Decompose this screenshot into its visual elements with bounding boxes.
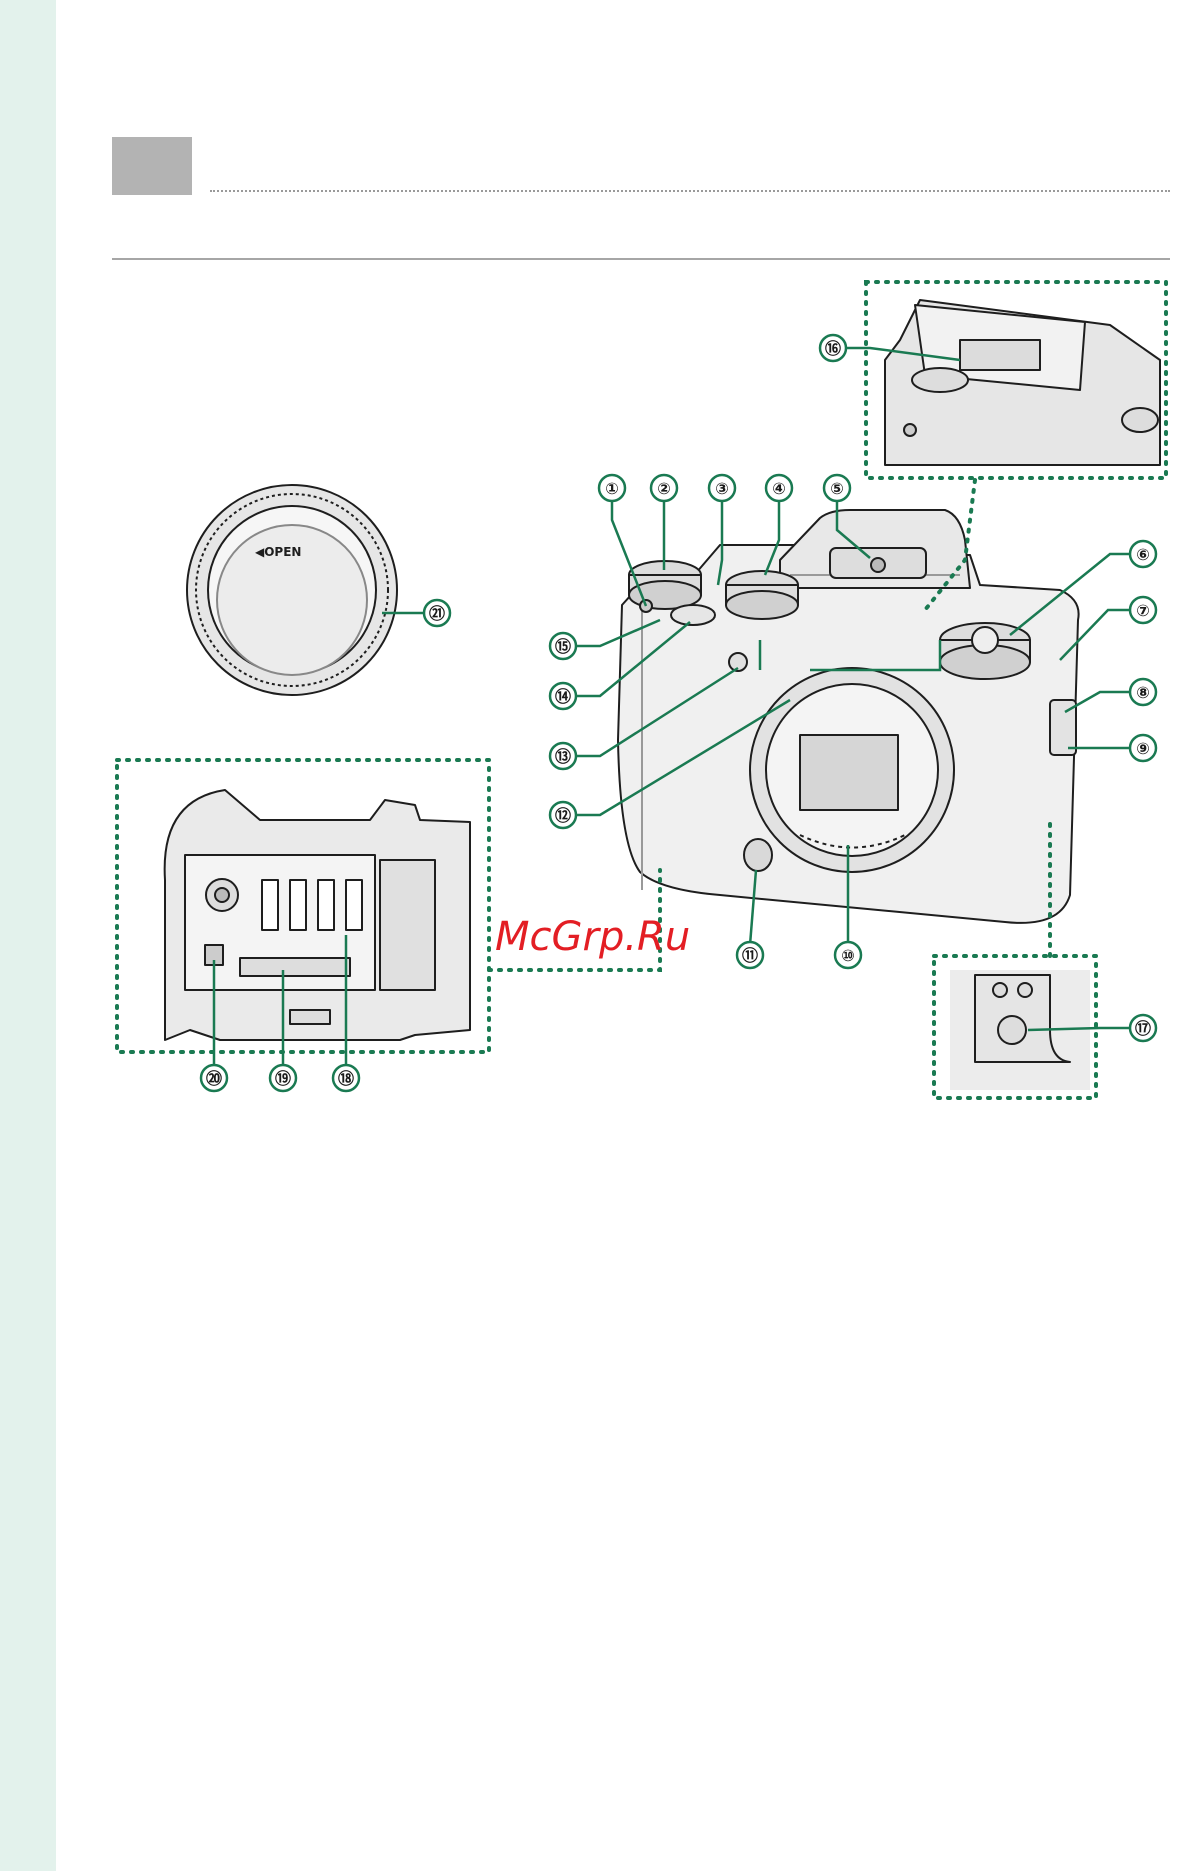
flash-inset-illustration bbox=[880, 300, 1165, 480]
callout-14-label: ⑭ bbox=[555, 687, 571, 706]
callout-20-label: ⑳ bbox=[206, 1069, 222, 1088]
callout-15-label: ⑮ bbox=[555, 637, 571, 656]
body-cap-illustration bbox=[187, 485, 397, 695]
callout-21-label: ㉑ bbox=[429, 604, 445, 623]
callout-1-label: ① bbox=[605, 479, 619, 498]
watermark-text: McGrp.Ru bbox=[495, 914, 690, 960]
callout-6-label: ⑥ bbox=[1136, 545, 1150, 564]
callout-16-label: ⑯ bbox=[825, 339, 841, 358]
callout-13-label: ⑬ bbox=[555, 747, 571, 766]
callout-8-label: ⑧ bbox=[1136, 683, 1150, 702]
callout-18-label: ⑱ bbox=[338, 1069, 354, 1088]
body-cap-open-text: ◀OPEN bbox=[255, 545, 301, 559]
callout-5-label: ⑤ bbox=[830, 479, 844, 498]
callout-3-label: ③ bbox=[715, 479, 729, 498]
callout-17-label: ⑰ bbox=[1135, 1019, 1151, 1038]
callout-11-label: ⑪ bbox=[742, 946, 758, 965]
callout-4-label: ④ bbox=[772, 479, 786, 498]
callout-2-label: ② bbox=[657, 479, 671, 498]
callout-12-label: ⑫ bbox=[555, 806, 571, 825]
callout-9-label: ⑨ bbox=[1136, 739, 1150, 758]
callout-10-label: ⑩ bbox=[841, 946, 855, 965]
battery-compartment-illustration bbox=[165, 790, 470, 1040]
callout-7-label: ⑦ bbox=[1136, 601, 1150, 620]
callout-19-label: ⑲ bbox=[275, 1069, 291, 1088]
